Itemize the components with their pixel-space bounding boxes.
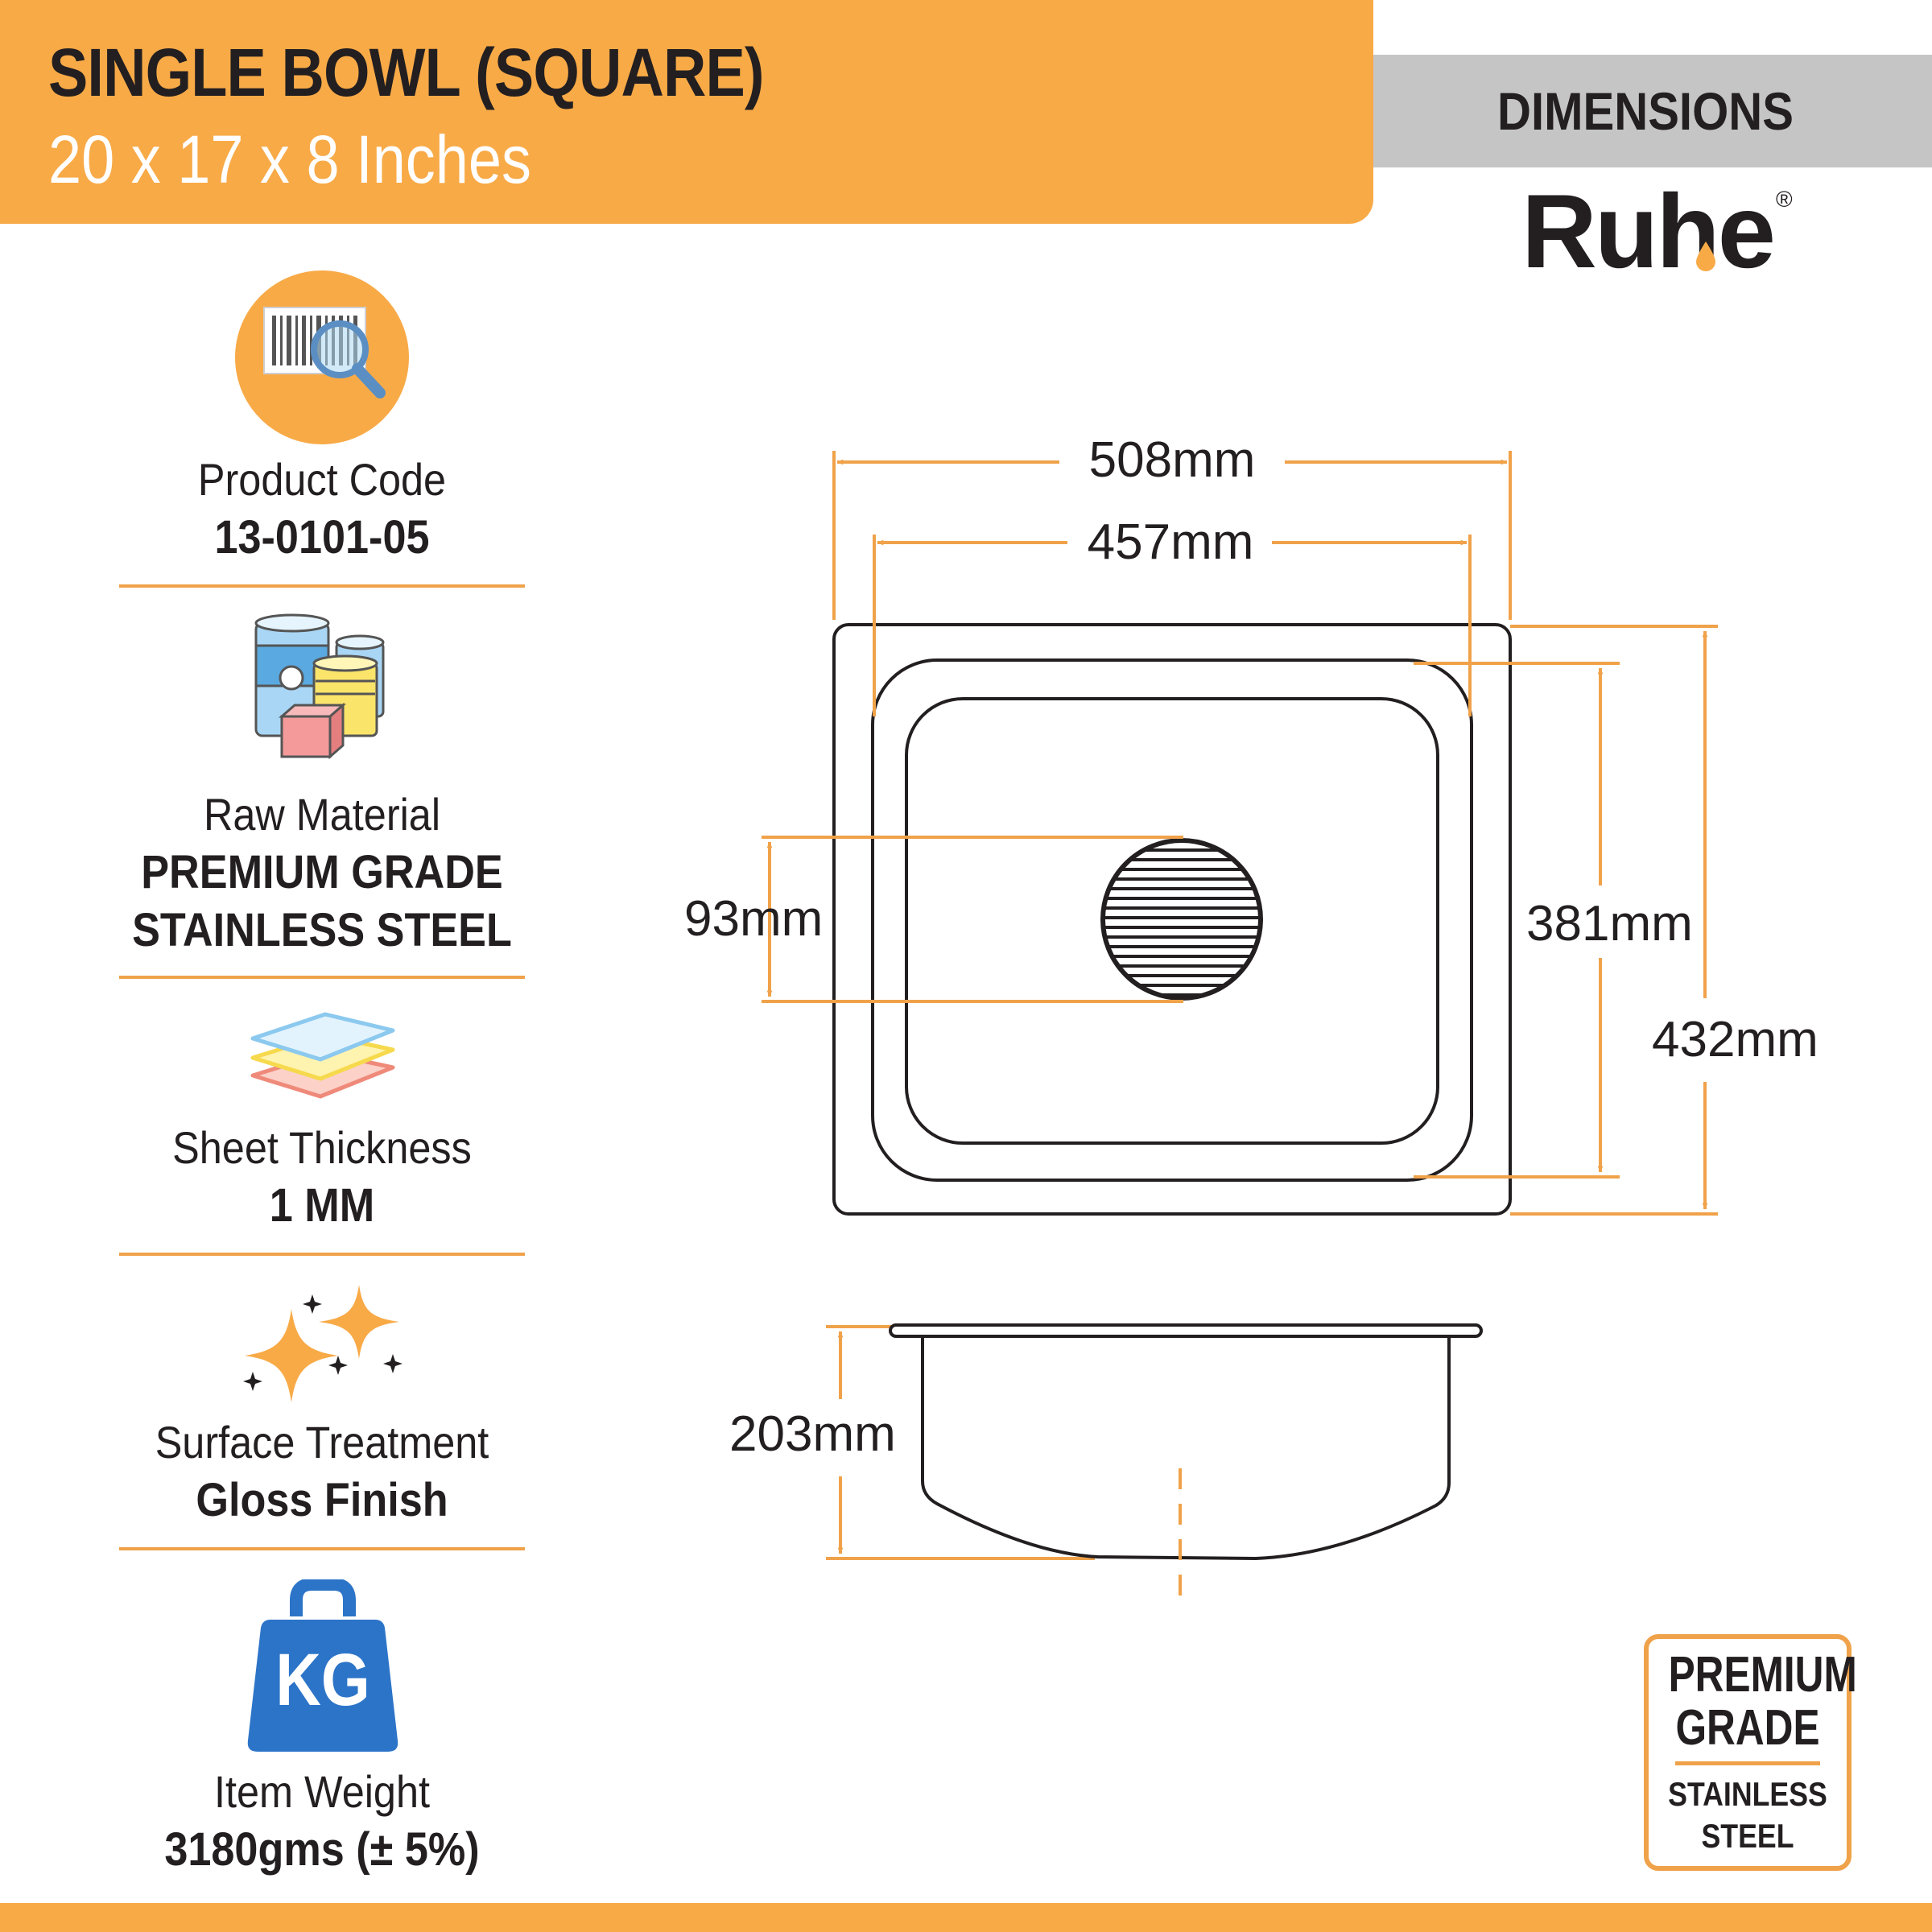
badge-line-steel: STEEL: [1701, 1817, 1794, 1855]
badge-line-premium: PREMIUM: [1668, 1647, 1857, 1703]
separator: [119, 1547, 525, 1550]
raw-material-containers-icon: [254, 613, 385, 760]
brand-drop-icon: [1696, 242, 1715, 271]
separator: [119, 1253, 525, 1256]
depth-label: 203mm: [729, 1406, 896, 1462]
side-view-bowl: [921, 1336, 1451, 1561]
product-code-label: Product Code: [197, 454, 447, 505]
feature-surface-treatment: Surface Treatment Gloss Finish: [80, 1414, 564, 1530]
bowl-width-label: 457mm: [1088, 514, 1254, 570]
bowl-length-label: 381mm: [1526, 896, 1693, 952]
barcode-magnifier-icon: [235, 270, 409, 444]
product-code-value: 13-0101-05: [214, 511, 430, 564]
side-view-rim: [889, 1323, 1483, 1338]
badge-divider: [1675, 1761, 1820, 1765]
feature-raw-material: Raw Material PREMIUM GRADE STAINLESS STE…: [80, 786, 564, 960]
kettlebell-label: KG: [275, 1639, 370, 1721]
bowl-rim: [871, 658, 1473, 1182]
premium-grade-badge: PREMIUM GRADE STAINLESS STEEL: [1644, 1634, 1857, 1871]
sparkles-icon: [243, 1285, 402, 1402]
badge-line-stainless: STAINLESS: [1668, 1775, 1827, 1813]
bowl-inner: [905, 697, 1439, 1145]
badge-line-grade: GRADE: [1675, 1700, 1820, 1756]
item-weight-value: 3180gms (± 5%): [164, 1823, 480, 1876]
surface-treatment-label: Surface Treatment: [155, 1417, 489, 1468]
drain-diameter-label: 93mm: [684, 891, 823, 947]
footer-band: [0, 1903, 1932, 1932]
feature-item-weight: Item Weight 3180gms (± 5%): [80, 1763, 564, 1879]
brand-logo: Ruhe: [1521, 172, 1776, 290]
item-weight-label: Item Weight: [214, 1766, 430, 1817]
sink-side-view: [889, 1323, 1483, 1561]
feature-product-code: Product Code 13-0101-05: [80, 451, 564, 567]
sheet-thickness-value: 1 MM: [269, 1179, 375, 1232]
brand-registered-mark: ®: [1776, 187, 1793, 212]
separator: [119, 584, 525, 588]
raw-material-value-line1: PREMIUM GRADE: [141, 846, 503, 898]
product-title: SINGLE BOWL (SQUARE): [48, 35, 764, 110]
outer-width-label: 508mm: [1089, 432, 1256, 488]
raw-material-label: Raw Material: [203, 789, 441, 840]
raw-material-value-line2: STAINLESS STEEL: [132, 904, 512, 956]
sheet-thickness-label: Sheet Thickness: [172, 1122, 472, 1173]
drain-grate-icon: [1100, 838, 1263, 1001]
surface-treatment-value: Gloss Finish: [196, 1474, 448, 1526]
stacked-sheets-icon: [250, 1012, 395, 1099]
outer-length-label: 432mm: [1652, 1012, 1818, 1067]
sink-outer-edge: [832, 623, 1512, 1216]
kettlebell-weight-icon: KG: [246, 1579, 399, 1757]
feature-sheet-thickness: Sheet Thickness 1 MM: [80, 1119, 564, 1235]
separator: [119, 976, 525, 979]
dimensions-label: DIMENSIONS: [1497, 81, 1794, 141]
dimensions-band: [1373, 55, 1932, 167]
product-size-subtitle: 20 x 17 x 8 Inches: [48, 122, 531, 197]
header-band: [0, 0, 1373, 224]
sink-top-view: [832, 623, 1512, 1216]
